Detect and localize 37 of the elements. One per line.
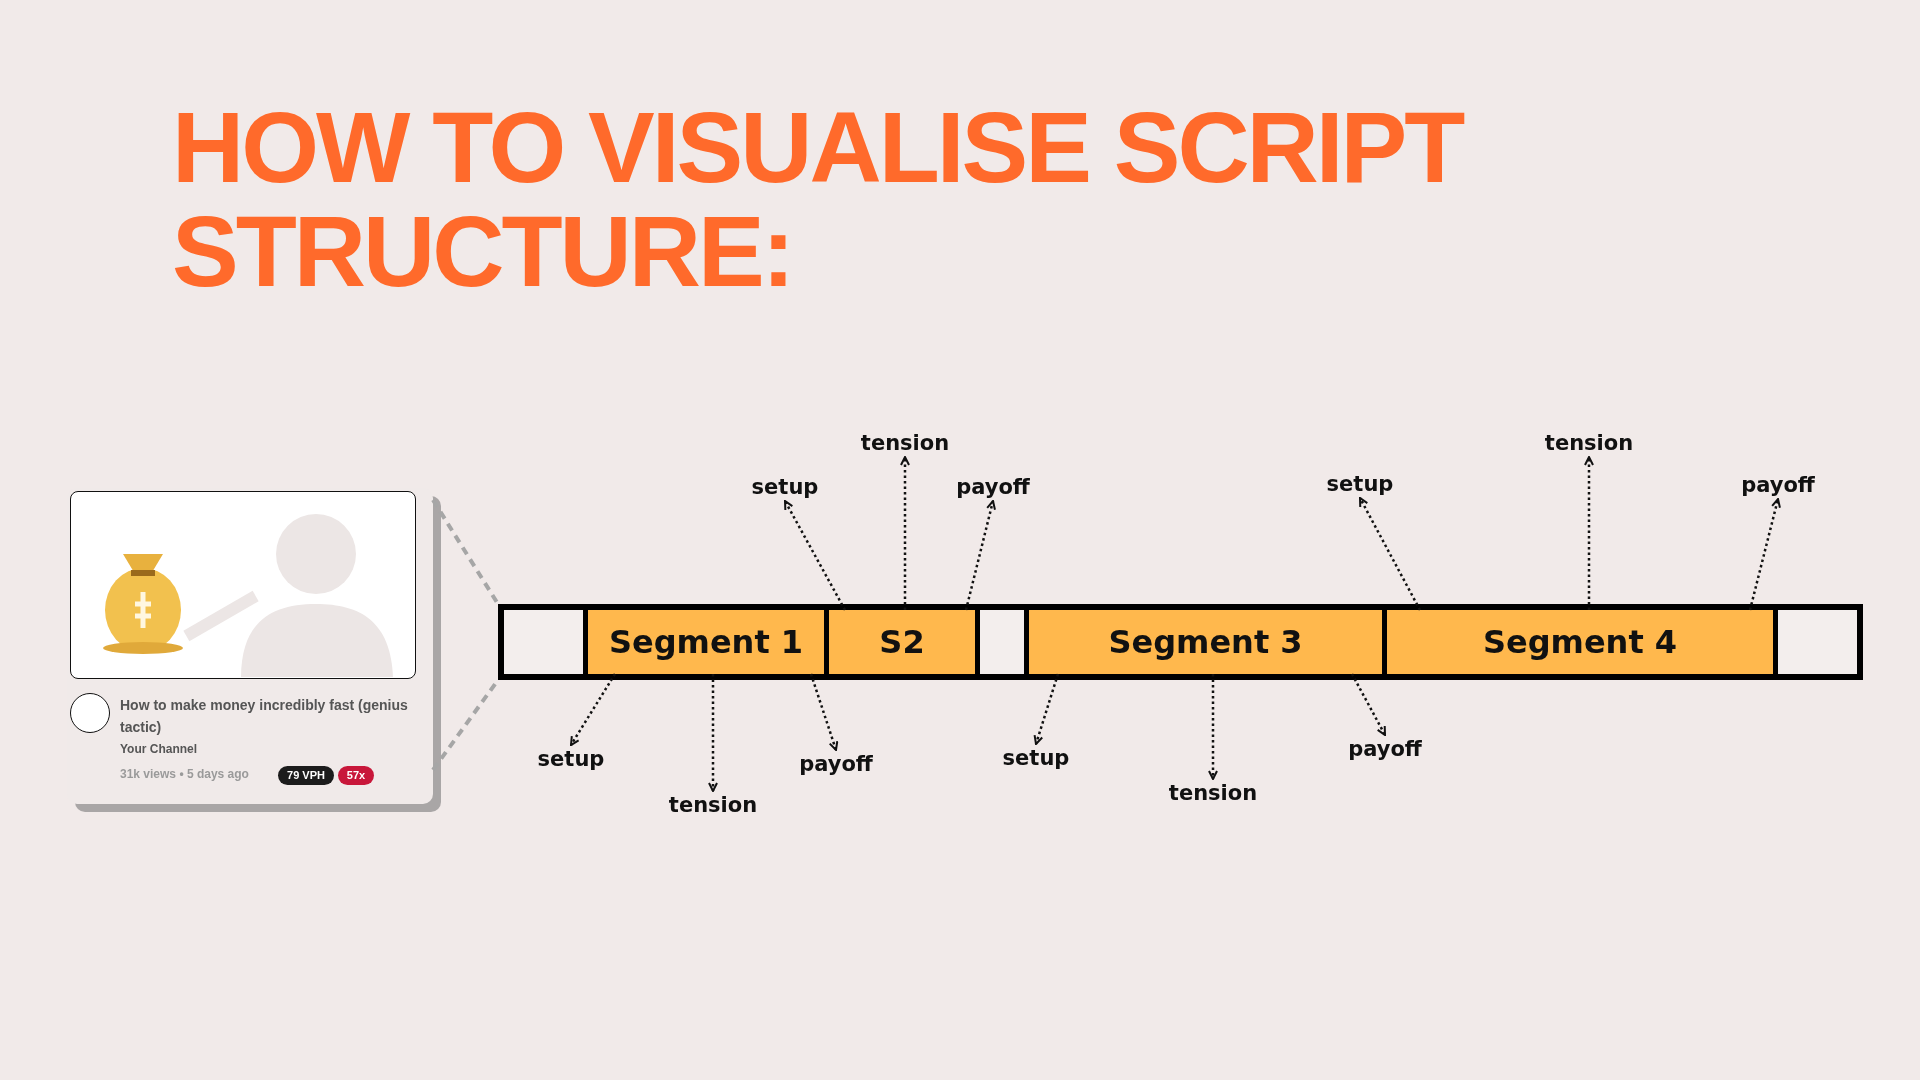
annotation-label: setup [751, 475, 819, 499]
annotation-label: setup [1002, 746, 1070, 770]
annotation-label: payoff [1741, 473, 1815, 497]
empty-segment [980, 610, 1029, 674]
segment-block: Segment 4 [1387, 610, 1778, 674]
arrow [569, 673, 617, 746]
annotation-label: tension [1544, 431, 1634, 455]
arrow [1358, 497, 1422, 611]
segment-block: Segment 1 [588, 610, 829, 674]
arrow [1748, 498, 1781, 611]
segment-block: S2 [829, 610, 980, 674]
timeline-bar [498, 604, 1863, 680]
arrow [900, 456, 910, 610]
annotation-label: tension [860, 431, 950, 455]
annotation-label: payoff [1348, 737, 1422, 761]
annotation-label: setup [1326, 472, 1394, 496]
arrow [783, 500, 847, 611]
arrow [1584, 456, 1594, 610]
video-title: How to make money incredibly fast (genius tactic) [120, 696, 409, 737]
annotation-label: tension [1168, 781, 1258, 805]
multiplier-badge: 57x [338, 766, 374, 785]
vph-badge: 79 VPH [278, 766, 334, 785]
annotation-label: payoff [799, 752, 873, 776]
annotation-label: setup [537, 747, 605, 771]
arrow [809, 673, 839, 751]
channel-name: Your Channel [120, 742, 198, 756]
arrow [1208, 674, 1218, 780]
arrow [708, 674, 718, 792]
video-stats: 31k views • 5 days ago [120, 767, 249, 781]
arrow [1350, 673, 1387, 736]
avatar-circle [70, 693, 110, 733]
segment-block: Segment 3 [1029, 610, 1387, 674]
arrow [964, 500, 996, 611]
annotation-label: payoff [956, 475, 1030, 499]
arrow [1033, 673, 1060, 745]
annotation-label: tension [668, 793, 758, 817]
page-title: HOW TO VISUALISE SCRIPT STRUCTURE: [172, 95, 1464, 303]
